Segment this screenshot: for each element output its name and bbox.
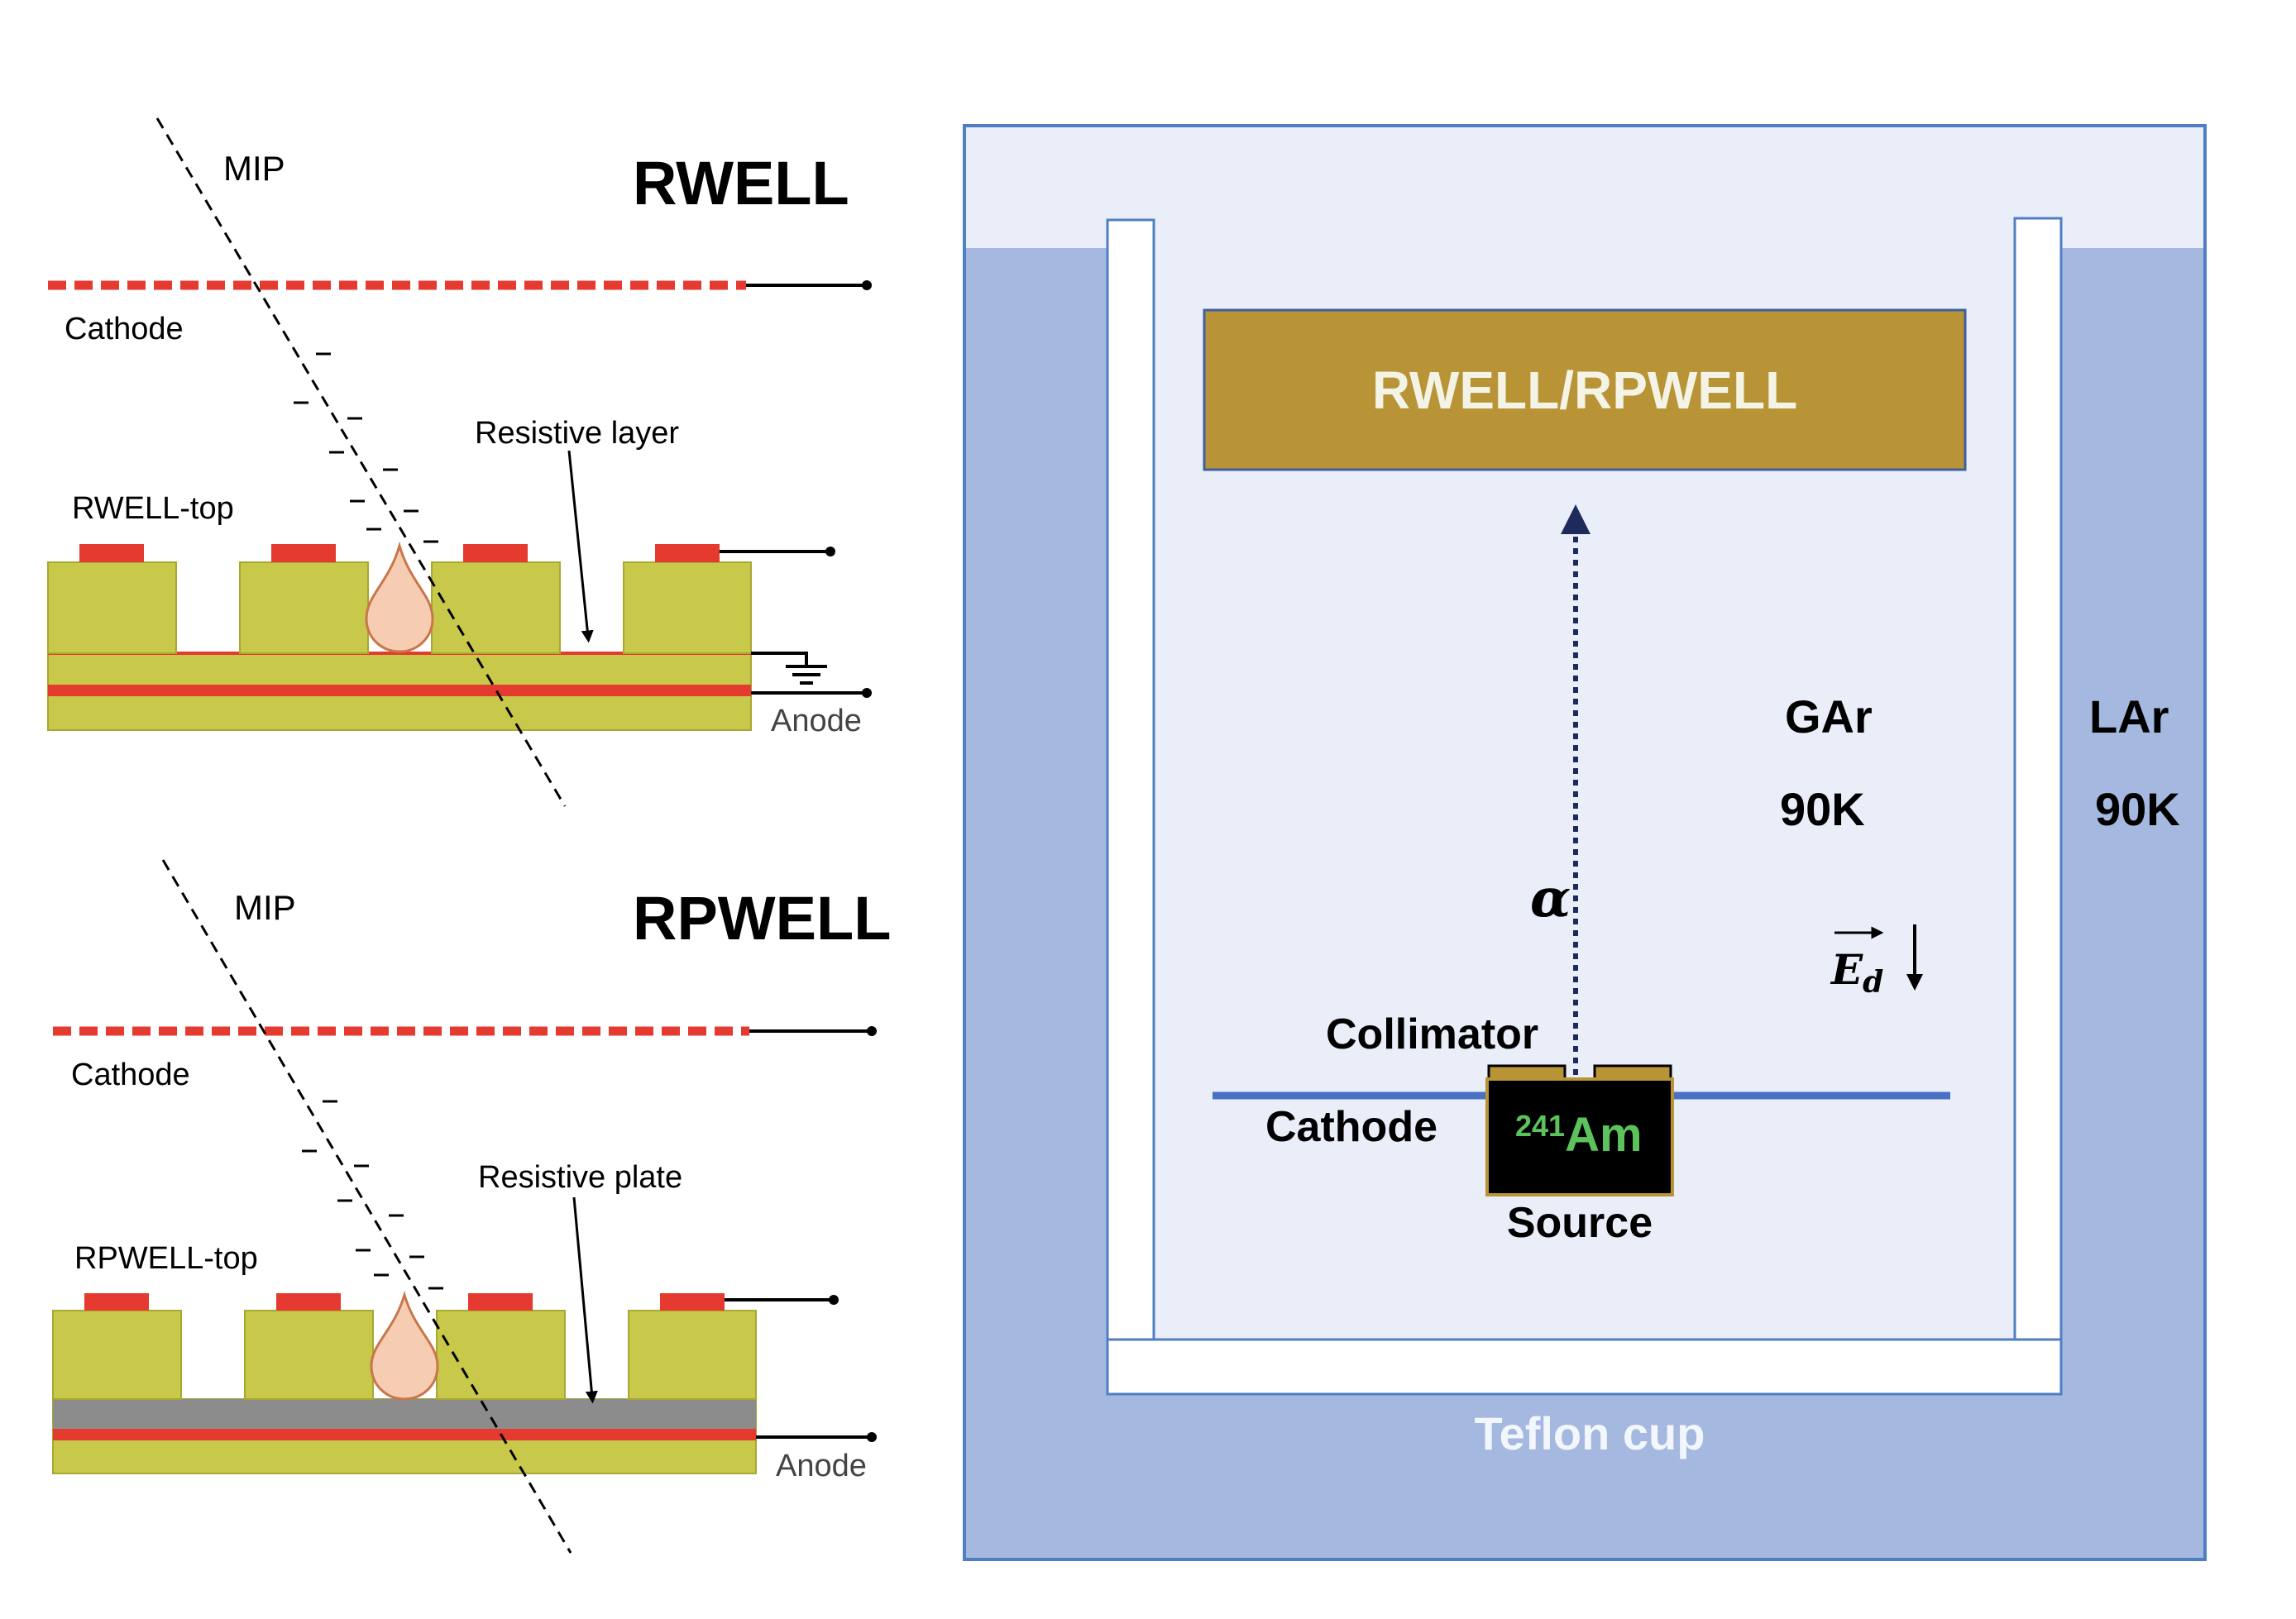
detector-block (1203, 308, 1967, 471)
rwell-title: RWELL (633, 149, 849, 217)
rwell-mip-track (155, 117, 567, 807)
detector-label: RWELL/RPWELL (1372, 361, 1797, 420)
am241-source (1485, 1077, 1674, 1196)
rwell-pad (463, 544, 528, 562)
collimator-label: Collimator (1326, 1010, 1538, 1058)
rwell-pillar (431, 561, 561, 654)
rwell-pillar (239, 561, 369, 654)
avalanche-droplet-icon (370, 1290, 439, 1401)
cryostat-setup: RWELL/RPWELL 241Am α Ed GAr 90K LAr 90K … (963, 124, 2207, 1561)
rpwell-resistive-label: Resistive plate (478, 1160, 682, 1195)
teflon-cup-left-wall (1106, 218, 1155, 1341)
rwell-cathode-label: Cathode (65, 312, 184, 346)
rpwell-pad (276, 1293, 341, 1311)
drift-field-indicator: Ed (1830, 924, 1923, 1000)
rwell-resistive-label: Resistive layer (475, 416, 679, 451)
source-label: Source (1507, 1199, 1653, 1247)
rpwell-pad (660, 1293, 725, 1311)
collimator-left (1487, 1064, 1567, 1081)
rpwell-top-label: RPWELL-top (74, 1241, 258, 1276)
liquid-label: LAr (2089, 690, 2169, 743)
rwell-anode-label: Anode (771, 704, 862, 738)
rwell-schematic: RWELL MIP Cathode Resistive layer RWELL-… (47, 117, 872, 807)
rwell-mip-label: MIP (223, 149, 285, 188)
rpwell-pillar (628, 1310, 757, 1400)
teflon-cup-label: Teflon cup (1475, 1407, 1705, 1459)
rwell-pillar (623, 561, 752, 654)
isotope-element: Am (1565, 1108, 1642, 1162)
field-letter: E (1830, 945, 1863, 994)
rwell-top-label: RWELL-top (72, 491, 234, 526)
rwell-pad (655, 544, 720, 562)
rwell-pad (271, 544, 336, 562)
cryostat-frame (963, 124, 2207, 1561)
rpwell-pillar (52, 1310, 182, 1400)
avalanche-droplet-icon (365, 541, 434, 653)
ionization-electrons (294, 352, 438, 543)
rpwell-mip-label: MIP (234, 888, 296, 927)
rpwell-anode-label: Anode (776, 1449, 867, 1483)
isotope-mass-number: 241 (1515, 1109, 1565, 1143)
rwell-anode-terminal (862, 688, 872, 698)
collimator-right (1593, 1064, 1672, 1081)
rwell-top-terminal (825, 547, 835, 556)
rwell-cathode-terminal (862, 280, 872, 290)
rpwell-schematic: RPWELL MIP Cathode Resistive plate RPWEL… (52, 859, 891, 1554)
rwell-pillar (47, 561, 177, 654)
rwell-anode-strip (48, 685, 751, 696)
rwell-resistive-pointer (567, 450, 594, 643)
rpwell-anode-terminal (867, 1432, 877, 1442)
rpwell-anode-strip (53, 1429, 756, 1440)
rpwell-pillar (436, 1310, 566, 1400)
liquid-temperature: 90K (2095, 783, 2180, 835)
field-symbol: Ed (1830, 945, 1883, 1000)
gas-temperature: 90K (1780, 783, 1865, 835)
ground-icon (751, 652, 827, 685)
gas-label: GAr (1785, 690, 1873, 743)
cathode-label: Cathode (1265, 1103, 1437, 1151)
alpha-label: α (1530, 867, 1571, 929)
rwell-pad (79, 544, 144, 562)
rpwell-resistive-pointer (572, 1196, 598, 1404)
rpwell-pad (468, 1293, 533, 1311)
rpwell-resistive-plate (53, 1399, 756, 1429)
teflon-cup-right-wall (2013, 217, 2063, 1341)
ionization-electrons (302, 1100, 443, 1290)
teflon-cup-bottom (1106, 1338, 2063, 1396)
rpwell-cathode-label: Cathode (71, 1058, 190, 1092)
rpwell-title: RPWELL (633, 884, 891, 953)
rpwell-pad (84, 1293, 149, 1311)
rpwell-cathode-terminal (867, 1026, 877, 1036)
field-subscript: d (1863, 965, 1883, 1000)
rpwell-mip-track (161, 859, 572, 1554)
rpwell-pillar (244, 1310, 374, 1400)
rpwell-top-terminal (829, 1295, 839, 1305)
source-isotope-label: 241Am (1515, 1108, 1643, 1162)
